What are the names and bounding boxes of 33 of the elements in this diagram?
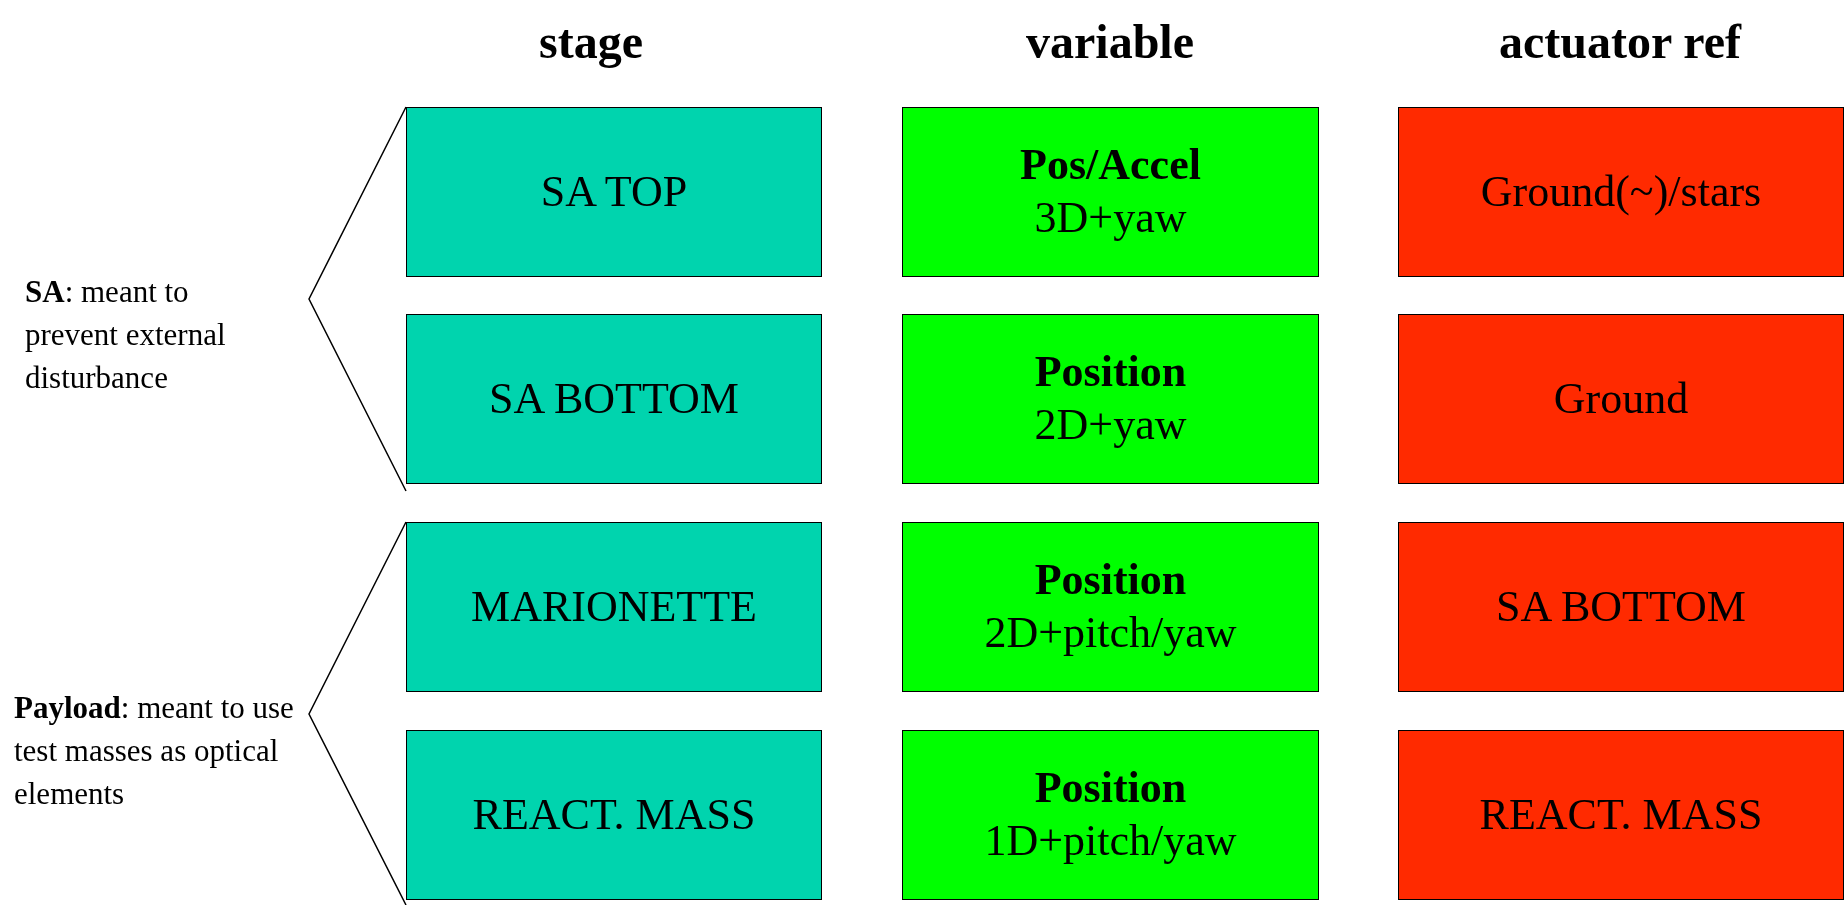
stage-box <box>902 522 1319 692</box>
stage-box <box>1398 730 1844 900</box>
group-description: SA: meant to prevent external disturbance <box>25 273 227 397</box>
box-text: 2D+pitch/yaw <box>984 607 1237 659</box>
stage-box <box>1398 107 1844 277</box>
column-heading: variable <box>1025 14 1195 70</box>
box-text: REACT. MASS <box>1479 788 1763 841</box>
box-text: Ground(~)/stars <box>1480 165 1762 218</box>
stage-box <box>1398 314 1844 484</box>
box-heading: Position <box>1034 346 1187 399</box>
column-heading: stage <box>538 14 644 70</box>
stage-box <box>406 314 822 484</box>
stage-box <box>406 522 822 692</box>
box-text: MARIONETTE <box>471 580 757 633</box>
stage-box <box>406 730 822 900</box>
group-description: Payload: meant to use test masses as optical elements <box>14 689 294 813</box>
box-text: REACT. MASS <box>472 788 756 841</box>
box-text: SA BOTTOM <box>1496 580 1746 633</box>
box-text: SA TOP <box>540 165 688 218</box>
column-heading: actuator ref <box>1497 14 1743 70</box>
stage-box <box>1398 522 1844 692</box>
box-text: Ground <box>1553 372 1689 425</box>
stage-box <box>902 107 1319 277</box>
stage-box <box>406 107 822 277</box>
box-text: 3D+yaw <box>1034 192 1187 244</box>
stage-box <box>902 314 1319 484</box>
box-heading: Position <box>1034 554 1187 607</box>
stage-box <box>902 730 1319 900</box>
box-text: SA BOTTOM <box>489 372 739 425</box>
box-text: 2D+yaw <box>1034 399 1187 451</box>
box-heading: Pos/Accel <box>1020 139 1201 192</box>
box-text: 1D+pitch/yaw <box>984 815 1237 867</box>
box-heading: Position <box>1034 762 1187 815</box>
